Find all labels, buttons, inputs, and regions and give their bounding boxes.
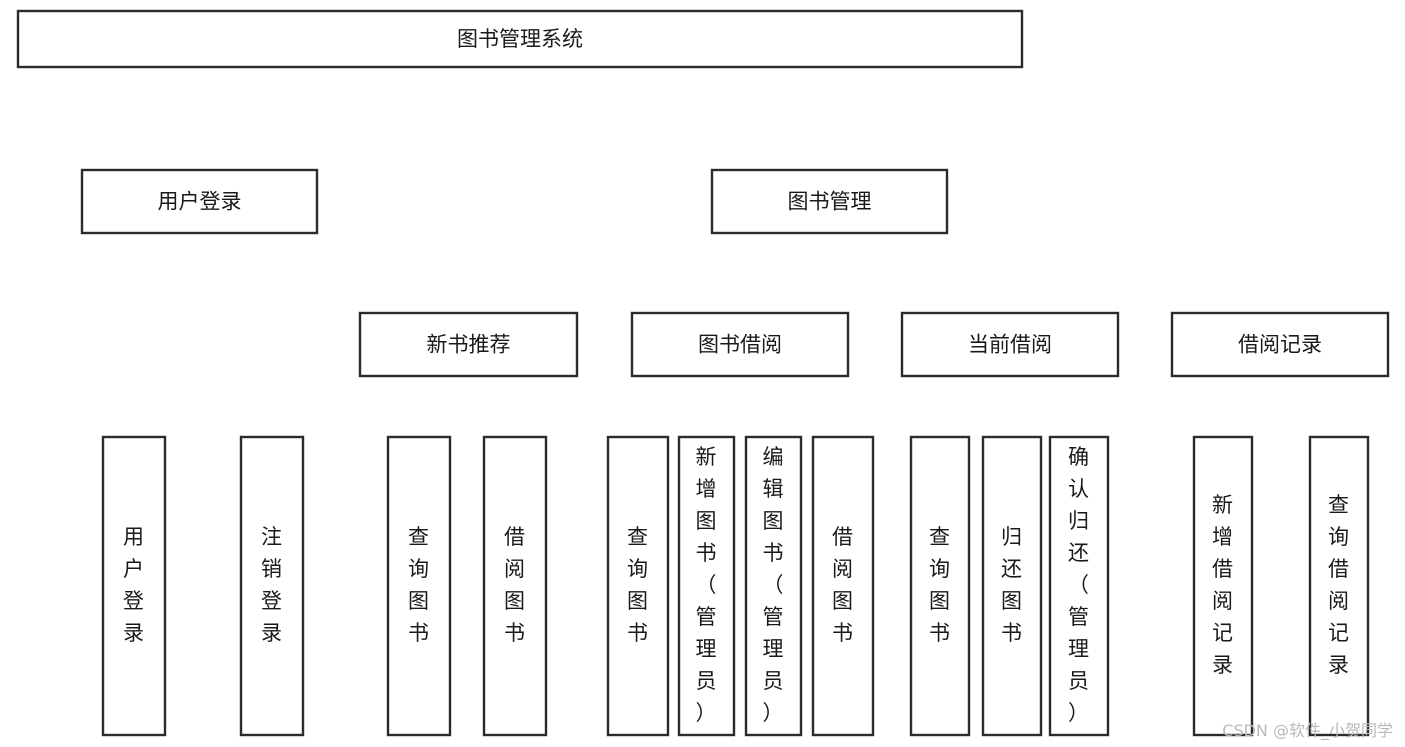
node-leaf-cur-confirm-return[interactable]: 确认归还（管理员） [1048, 435, 1110, 737]
node-root-system-box[interactable] [16, 9, 1024, 69]
node-leaf-rec-query-book-label: 查询图书 [408, 525, 430, 645]
node-leaf-rec-add-record-box[interactable] [1192, 435, 1254, 737]
node-leaf-rec-query-book-box[interactable] [386, 435, 452, 737]
node-leaf-rec-query-record-box[interactable] [1308, 435, 1370, 737]
node-book-borrow[interactable]: 图书借阅 [630, 311, 850, 378]
node-leaf-bor-borrow-book-label: 借阅图书 [832, 525, 854, 645]
node-leaf-user-login-box[interactable] [101, 435, 167, 737]
node-new-book-recommend-box[interactable] [358, 311, 579, 378]
node-leaf-bor-edit-book-box[interactable] [744, 435, 803, 737]
node-root-system[interactable]: 图书管理系统 [16, 9, 1024, 69]
node-leaf-bor-add-book[interactable]: 新增图书（管理员） [677, 435, 736, 737]
nodes-layer: 图书管理系统用户登录图书管理新书推荐图书借阅当前借阅借阅记录用户登录注销登录查询… [16, 9, 1390, 737]
node-leaf-rec-query-book[interactable]: 查询图书 [386, 435, 452, 737]
node-leaf-cur-confirm-return-box[interactable] [1048, 435, 1110, 737]
node-leaf-cur-query-book-label: 查询图书 [929, 525, 951, 645]
node-borrow-record-label: 借阅记录 [1238, 333, 1322, 357]
node-leaf-bor-add-book-box[interactable] [677, 435, 736, 737]
node-leaf-bor-query-book-label: 查询图书 [627, 525, 649, 645]
node-leaf-user-logout-label: 注销登录 [261, 525, 283, 645]
node-leaf-user-login[interactable]: 用户登录 [101, 435, 167, 737]
node-root-system-label: 图书管理系统 [457, 27, 583, 51]
node-book-borrow-label: 图书借阅 [698, 333, 782, 357]
node-leaf-cur-return-book-box[interactable] [981, 435, 1043, 737]
node-new-book-recommend[interactable]: 新书推荐 [358, 311, 579, 378]
node-leaf-rec-add-record-label: 新增借阅记录 [1212, 493, 1234, 677]
node-leaf-bor-borrow-book[interactable]: 借阅图书 [811, 435, 875, 737]
node-leaf-rec-query-record-label: 查询借阅记录 [1328, 493, 1350, 677]
node-leaf-bor-edit-book[interactable]: 编辑图书（管理员） [744, 435, 803, 737]
node-borrow-record-box[interactable] [1170, 311, 1390, 378]
node-leaf-cur-confirm-return-label: 确认归还（管理员） [1068, 445, 1090, 725]
node-leaf-cur-query-book-box[interactable] [909, 435, 971, 737]
node-book-manage[interactable]: 图书管理 [710, 168, 949, 235]
node-new-book-recommend-label: 新书推荐 [427, 333, 511, 357]
node-leaf-bor-add-book-label: 新增图书（管理员） [696, 445, 718, 725]
node-current-borrow-label: 当前借阅 [968, 333, 1052, 357]
node-leaf-rec-borrow-book-box[interactable] [482, 435, 548, 737]
node-leaf-bor-query-book-box[interactable] [606, 435, 670, 737]
node-leaf-rec-query-record[interactable]: 查询借阅记录 [1308, 435, 1370, 737]
node-book-borrow-box[interactable] [630, 311, 850, 378]
node-book-manage-label: 图书管理 [788, 190, 872, 214]
node-user-login-box[interactable] [80, 168, 319, 235]
node-user-login[interactable]: 用户登录 [80, 168, 319, 235]
node-user-login-label: 用户登录 [158, 190, 242, 214]
node-leaf-bor-query-book[interactable]: 查询图书 [606, 435, 670, 737]
node-leaf-user-login-label: 用户登录 [123, 525, 145, 645]
node-leaf-bor-borrow-book-box[interactable] [811, 435, 875, 737]
node-leaf-user-logout-box[interactable] [239, 435, 305, 737]
node-leaf-cur-query-book[interactable]: 查询图书 [909, 435, 971, 737]
node-leaf-rec-add-record[interactable]: 新增借阅记录 [1192, 435, 1254, 737]
node-book-manage-box[interactable] [710, 168, 949, 235]
node-leaf-rec-borrow-book[interactable]: 借阅图书 [482, 435, 548, 737]
node-leaf-cur-return-book[interactable]: 归还图书 [981, 435, 1043, 737]
node-current-borrow-box[interactable] [900, 311, 1120, 378]
node-leaf-cur-return-book-label: 归还图书 [1001, 525, 1023, 645]
node-leaf-bor-edit-book-label: 编辑图书（管理员） [763, 445, 785, 725]
node-borrow-record[interactable]: 借阅记录 [1170, 311, 1390, 378]
node-current-borrow[interactable]: 当前借阅 [900, 311, 1120, 378]
node-leaf-rec-borrow-book-label: 借阅图书 [504, 525, 526, 645]
node-leaf-user-logout[interactable]: 注销登录 [239, 435, 305, 737]
